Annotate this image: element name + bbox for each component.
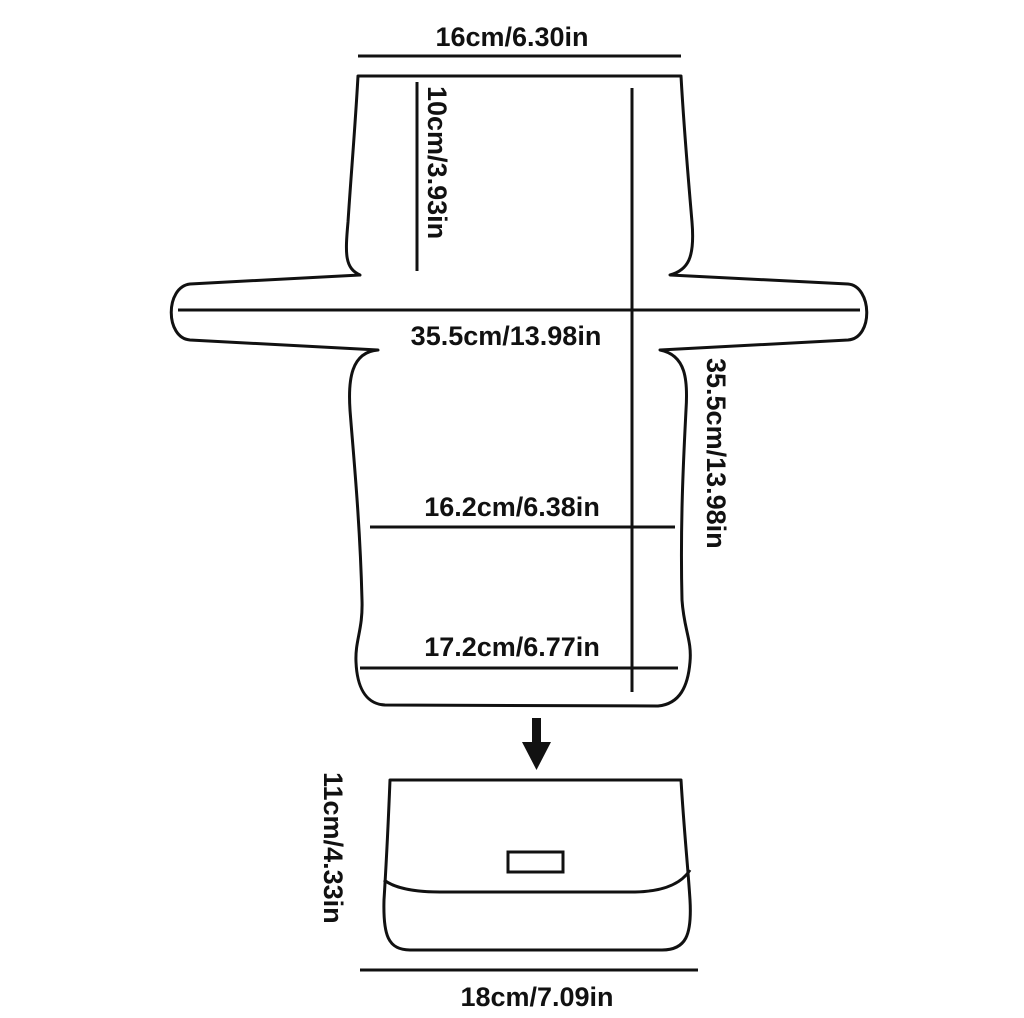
bag-clasp (506, 850, 565, 874)
folded-height-label: 11cm/4.33in (318, 772, 348, 924)
wingspan-label: 35.5cm/13.98in (411, 321, 602, 351)
unfolded-pattern-outline (169, 74, 869, 708)
down-arrow-icon (522, 718, 551, 770)
waist-width-label: 16.2cm/6.38in (424, 492, 600, 522)
bottom-width-label: 17.2cm/6.77in (424, 632, 600, 662)
folded-width-label: 18cm/7.09in (460, 982, 613, 1012)
neck-height-label: 10cm/3.93in (422, 86, 452, 239)
folded-bag-flap-edge (383, 869, 692, 894)
top-width-label: 16cm/6.30in (435, 22, 588, 52)
total-length-label: 35.5cm/13.98in (701, 358, 731, 549)
